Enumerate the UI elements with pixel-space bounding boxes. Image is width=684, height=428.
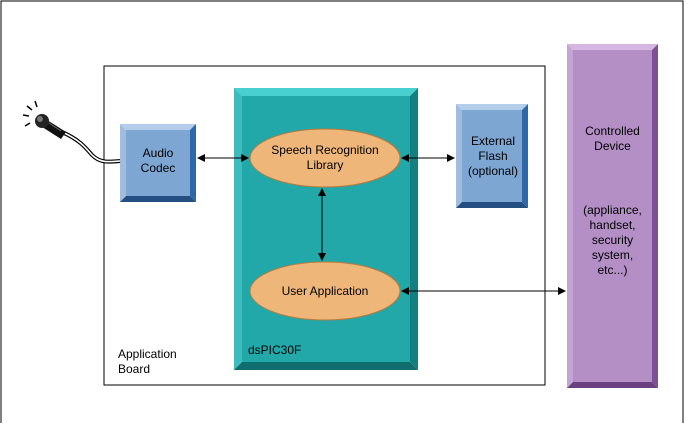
controlled-device-label-line2: Device — [594, 139, 631, 153]
audio-codec-label: Audio Codec — [126, 146, 190, 176]
application-board-label: Application Board — [118, 347, 177, 377]
audio-codec-label-line1: Audio — [142, 146, 174, 160]
audio-codec-label-line2: Codec — [140, 161, 176, 175]
controlled-device-detail-line2: handset, — [589, 218, 636, 232]
external-flash-block — [456, 104, 528, 208]
external-flash-label-line2: Flash — [478, 149, 508, 163]
controlled-device-detail-line5: etc...) — [597, 263, 628, 277]
external-flash-label-line3: (optional) — [467, 164, 519, 178]
controlled-device-detail: (appliance, handset, security system, et… — [573, 203, 652, 278]
external-flash-label: External Flash (optional) — [460, 134, 526, 179]
application-board-label-line1: Application — [118, 347, 177, 361]
speech-library-ellipse — [249, 128, 401, 188]
speech-library-label-line1: Speech Recognition — [271, 143, 379, 157]
dspic-label: dsPIC30F — [248, 343, 302, 357]
user-application-ellipse — [249, 261, 401, 321]
microphone-icon — [22, 100, 121, 164]
controlled-device-label: Controlled Device — [573, 124, 652, 154]
speech-library-label: Speech Recognition Library — [250, 143, 400, 173]
audio-codec-block — [120, 124, 196, 202]
speech-library-label-line2: Library — [306, 158, 344, 172]
controlled-device-detail-line1: (appliance, — [583, 203, 642, 217]
user-application-label: User Application — [281, 284, 369, 298]
controlled-device-block — [567, 44, 658, 388]
controlled-device-label-line1: Controlled — [585, 124, 640, 138]
controlled-device-detail-line4: system, — [591, 248, 634, 262]
controlled-device-detail-line3: security — [591, 233, 634, 247]
application-board-label-line2: Board — [118, 362, 151, 376]
external-flash-label-line1: External — [470, 134, 516, 148]
